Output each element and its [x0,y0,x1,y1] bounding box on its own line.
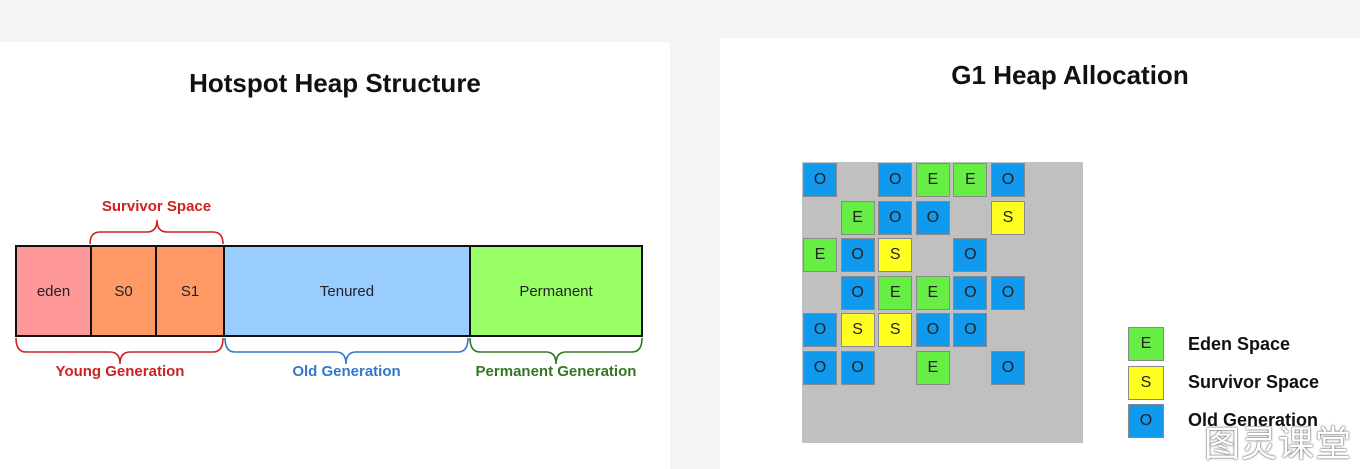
g1-region-symbol: O [813,321,827,339]
old-generation-label: Old Generation [292,363,401,380]
g1-region-symbol: E [927,283,939,301]
legend-survivor-swatch: S [1128,366,1164,400]
g1-region-symbol: S [889,321,901,339]
g1-region-symbol: O [926,321,940,339]
g1-region-eden: E [915,275,950,310]
g1-region-old: O [803,163,837,197]
g1-region-symbol: S [889,246,901,264]
watermark: 图灵课堂 [1203,423,1352,464]
permanent-label: Permanent [519,282,593,300]
permanent-brace [469,337,643,365]
g1-region-symbol: O [888,171,902,188]
g1-region-eden: E [803,238,837,273]
eden-label: eden [36,282,71,300]
g1-title: G1 Heap Allocation [951,60,1189,90]
g1-region-survivor: S [878,313,913,348]
g1-region-survivor: S [840,313,875,348]
g1-region-old: O [915,200,950,235]
g1-region-old: O [840,238,875,273]
g1-region-survivor: S [878,238,913,273]
young-brace [15,337,224,365]
legend-survivor-symbol: S [1140,374,1152,391]
g1-region-symbol: O [813,171,827,188]
hotspot-title: Hotspot Heap Structure [189,68,481,98]
legend-old-label: Old Generation [1188,410,1319,430]
g1-region-symbol: O [964,283,977,301]
g1-region-old: O [915,313,950,348]
g1-region-old: O [991,163,1025,197]
legend-eden-symbol: E [1140,335,1152,352]
legend-eden-label: Eden Space [1188,334,1291,354]
g1-region-eden: E [953,163,988,197]
g1-region-eden: E [878,275,913,310]
tenured-label: Tenured [319,282,375,300]
g1-region-symbol: O [1001,171,1015,188]
g1-region-old: O [991,351,1025,385]
g1-region-old: O [953,313,988,348]
g1-region-old: O [878,163,913,197]
legend-survivor-label: Survivor Space [1188,372,1320,392]
survivor-space-label: Survivor Space [101,198,212,215]
eden-segment: eden [15,245,92,337]
g1-region-symbol: S [852,321,863,339]
g1-region-old: O [953,275,988,310]
g1-region-old: O [878,200,913,235]
g1-region-old: O [803,351,837,385]
s1-label: S1 [180,282,200,300]
g1-region-old: O [840,351,875,385]
g1-region-symbol: S [1002,208,1014,226]
survivor-brace [89,219,224,245]
g1-region-eden: E [915,163,950,197]
g1-region-eden: E [915,351,950,385]
g1-region-symbol: O [888,208,902,226]
g1-region-old: O [840,275,875,310]
g1-region-eden: E [840,200,875,235]
g1-region-symbol: O [1001,359,1015,376]
legend-old-symbol: O [1139,412,1153,429]
g1-region-old: O [991,275,1025,310]
s1-segment: S1 [155,245,225,337]
g1-region-symbol: E [852,208,863,226]
young-generation-label: Young Generation [55,363,185,380]
g1-region-symbol: O [813,359,827,376]
g1-region-symbol: O [1001,283,1015,301]
g1-region-old: O [953,238,988,273]
s0-label: S0 [114,282,133,300]
g1-region-symbol: O [964,246,977,264]
g1-region-symbol: E [814,246,826,264]
g1-region-survivor: S [991,200,1025,235]
g1-region-grid: O O E E O E O O S E O S O O E E O O O S S O O O O E O [802,162,1083,443]
legend-old-swatch: O [1128,404,1164,438]
g1-region-symbol: O [851,283,864,301]
g1-region-symbol: O [851,359,864,376]
legend-eden-swatch: E [1128,327,1164,361]
g1-region-symbol: E [889,283,901,301]
g1-region-old: O [803,313,837,348]
g1-region-symbol: O [926,208,940,226]
braces-svg [15,219,643,365]
g1-region-symbol: O [851,246,864,264]
permanent-segment: Permanent [469,245,643,337]
g1-region-symbol: E [927,359,939,376]
g1-region-symbol: O [964,321,977,339]
permanent-generation-label: Permanent Generation [475,363,637,380]
old-brace [224,337,469,365]
g1-region-symbol: E [965,171,976,188]
g1-region-symbol: E [927,171,939,188]
